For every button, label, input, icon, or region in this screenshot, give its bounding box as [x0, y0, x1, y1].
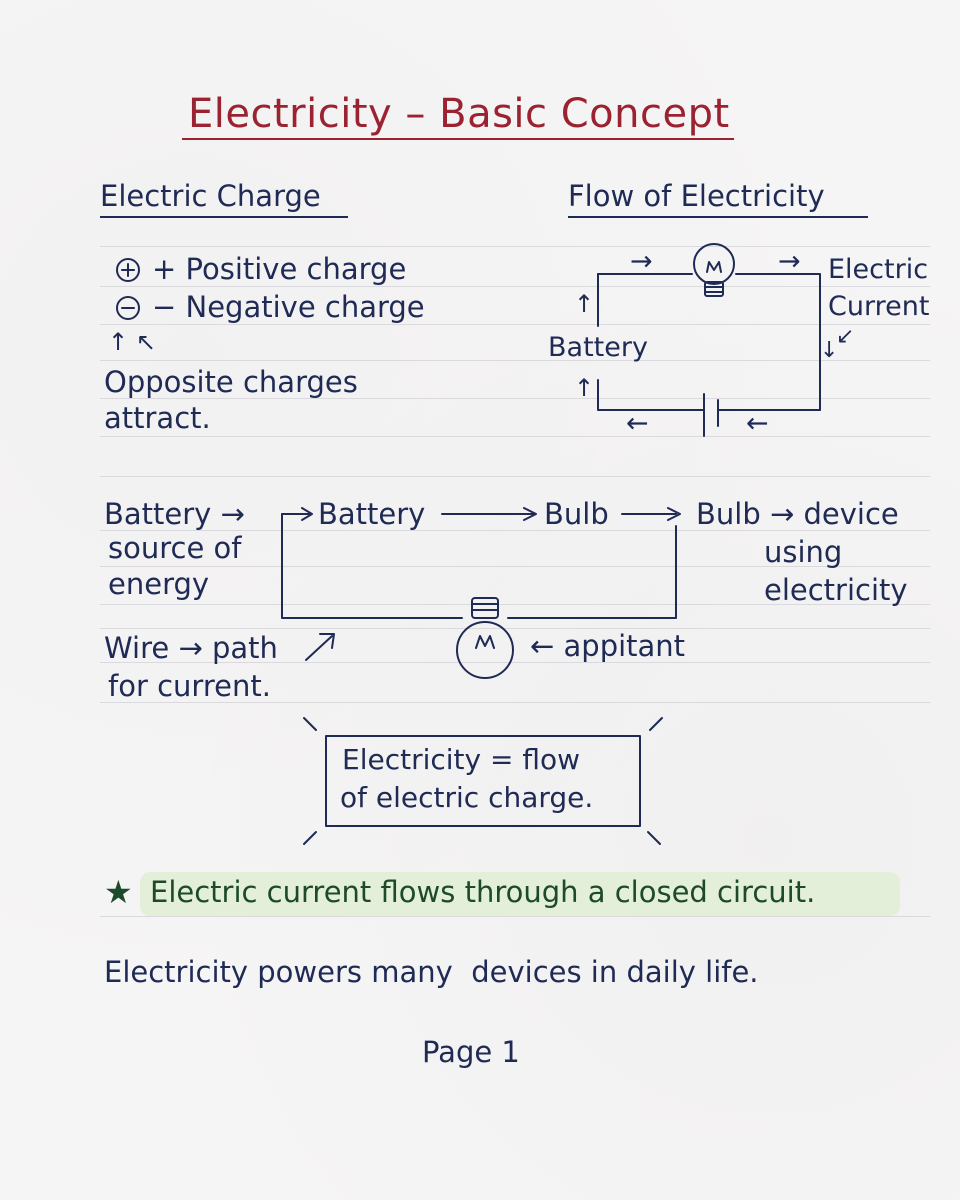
- negative-charge-label: − Negative charge: [152, 290, 425, 324]
- rule-line: [100, 662, 930, 663]
- closed-circuit-note: Electric current flows through a closed …: [150, 875, 816, 909]
- page-number: Page 1: [422, 1035, 520, 1069]
- heading-underline: [100, 216, 348, 218]
- wire-path-note-2: for current.: [108, 669, 271, 703]
- bulb-device-note-2: using: [764, 535, 843, 569]
- electric-charge-heading: Electric Charge: [100, 179, 321, 213]
- current-arrow: →: [630, 246, 653, 277]
- rule-line: [100, 360, 930, 361]
- positive-charge-label: + Positive charge: [152, 252, 407, 286]
- star-icon: ★: [104, 873, 133, 911]
- title-underline: [182, 138, 734, 140]
- current-arrow: ←: [626, 408, 649, 439]
- definition-text-2: of electric charge.: [340, 781, 594, 814]
- battery-label: Battery: [548, 332, 648, 363]
- rule-line: [100, 628, 930, 629]
- rule-line: [100, 324, 930, 325]
- rule-line: [100, 246, 930, 247]
- bulb-device-note: Bulb → device: [696, 497, 899, 531]
- rule-line: [100, 286, 930, 287]
- rule-line: [100, 476, 930, 477]
- flow-bulb-label: Bulb: [544, 497, 609, 531]
- battery-source-note: Battery →: [104, 497, 245, 531]
- rule-line: [100, 916, 930, 917]
- highlight-marker: [140, 872, 900, 916]
- current-arrow: ↑: [574, 290, 595, 318]
- electric-current-label-2: Current: [828, 291, 930, 322]
- current-arrow: ←: [746, 408, 769, 439]
- electric-current-label: Electric: [828, 254, 929, 285]
- current-arrow: ↙: [836, 324, 855, 349]
- appitant-label: ← appitant: [530, 629, 686, 663]
- rule-line: [100, 436, 930, 437]
- page-title: Electricity – Basic Concept: [188, 91, 730, 137]
- battery-source-note-2: source of: [108, 531, 242, 565]
- bulb-device-note-3: electricity: [764, 573, 908, 607]
- battery-source-note-3: energy: [108, 567, 210, 601]
- current-arrow: ↑: [574, 374, 595, 402]
- opposite-charges-note-2: attract.: [104, 401, 211, 435]
- wire-path-note: Wire → path: [104, 631, 278, 665]
- current-arrow: ↓: [820, 338, 839, 363]
- flow-of-electricity-heading: Flow of Electricity: [568, 179, 825, 213]
- definition-text: Electricity = flow: [342, 743, 581, 776]
- rule-line: [100, 398, 930, 399]
- opposite-charges-note: Opposite charges: [104, 365, 358, 399]
- flow-battery-label: Battery: [318, 497, 426, 531]
- attraction-arrows: ↑ ↖: [108, 328, 156, 356]
- daily-life-note: Electricity powers many devices in daily…: [104, 955, 759, 989]
- rule-line: [100, 702, 930, 703]
- heading-underline: [568, 216, 868, 218]
- current-arrow: →: [778, 246, 801, 277]
